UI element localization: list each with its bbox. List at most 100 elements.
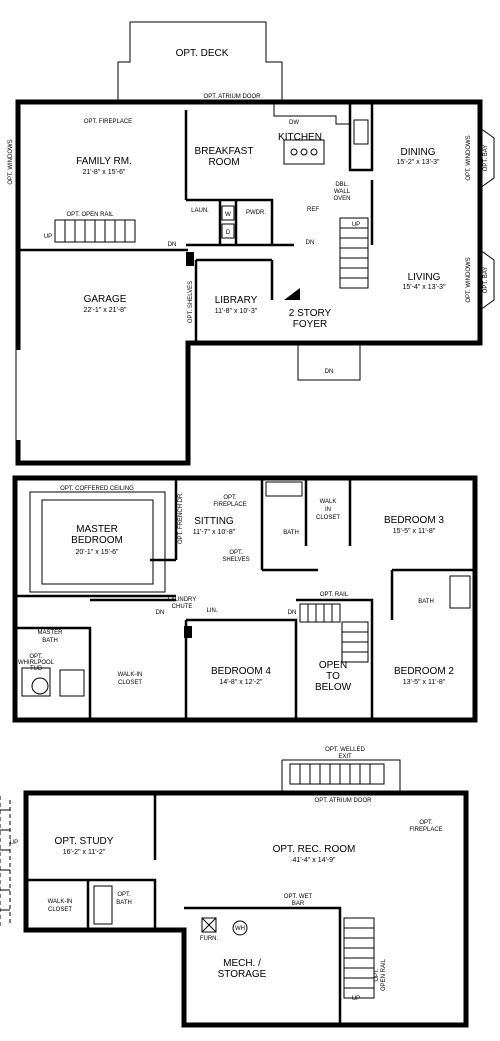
laundry-chute-1: LAUNDRY <box>168 597 197 603</box>
library-name: LIBRARY <box>215 295 258 306</box>
opt-windows-right-2: OPT. WINDOWS <box>466 257 472 302</box>
walk-in-closet-master-2: CLOSET <box>118 680 142 686</box>
ref-label: REF <box>307 207 319 213</box>
opt-wet-bar-1: OPT. WET <box>284 894 313 900</box>
sitting-dims: 11'-7" x 10'-8" <box>193 529 236 536</box>
opt-open-rail-label: OPT. OPEN RAIL <box>66 212 114 218</box>
up-stair-label: UP <box>352 996 360 1002</box>
dining-name: DINING <box>401 147 436 158</box>
opt-wet-bar-2: BAR <box>292 901 305 907</box>
opt-bay-2: OPT. BAY <box>483 267 489 294</box>
opt-bay-1: OPT. BAY <box>483 145 489 172</box>
dw-label: DW <box>289 120 299 126</box>
opt-shelves-label: OPT. SHELVES <box>188 281 194 323</box>
second-floor-plan <box>12 475 478 723</box>
up-label: UP <box>44 234 52 240</box>
open-to-below-3: BELOW <box>315 682 352 693</box>
opt-rail-label: OPT. RAIL <box>320 592 349 598</box>
breakfast-room-line1: BREAKFAST <box>195 146 254 157</box>
library-dims: 11'-8" x 10'-3" <box>215 308 258 315</box>
master-bath-2: BATH <box>42 638 58 644</box>
opt-whirlpool-3: TUB <box>30 666 42 672</box>
pwdr-label: PWDR. <box>246 210 266 216</box>
lin-label: LIN. <box>206 608 217 614</box>
opt-welled-exit-2: EXIT <box>338 754 352 760</box>
dn-label-2: DN <box>306 240 315 246</box>
opt-fireplace-basement-1: OPT. <box>419 820 433 826</box>
bedroom4-dims: 14'-8" x 12'-2" <box>219 679 263 686</box>
opt-open-rail-basement-2: OPEN RAIL <box>381 958 387 991</box>
opt-bath-basement-1: OPT. <box>117 892 131 898</box>
up-left-label: UP <box>10 840 18 846</box>
kitchen-label: KITCHEN <box>278 132 322 143</box>
opt-bath-basement-2: BATH <box>116 900 132 906</box>
washer-label: W <box>225 212 231 218</box>
opt-atrium-door-label: OPT. ATRIUM DOOR <box>204 94 262 100</box>
open-to-below-1: OPEN <box>319 660 347 671</box>
opt-fireplace-basement-2: FIREPLACE <box>409 827 442 833</box>
opt-whirlpool-1: OPT. <box>29 654 43 660</box>
bedroom2-dims: 13'-5" x 11'-8" <box>403 679 446 686</box>
family-room-name: FAMILY RM. <box>76 156 132 167</box>
dn-2f-label: DN <box>156 610 165 616</box>
bath-2-label: BATH <box>418 599 434 605</box>
opt-windows-right-1: OPT. WINDOWS <box>466 135 472 180</box>
dn-porch-label: DN <box>325 369 334 375</box>
up-label-2: UP <box>352 222 360 228</box>
opt-french-dr-label: OPT. FRENCH DR. <box>178 492 184 544</box>
walk-in-closet-master-1: WALK-IN <box>118 672 143 678</box>
living-name: LIVING <box>408 272 441 283</box>
bath-1-label: BATH <box>283 530 299 536</box>
wh-label: WH <box>235 926 245 932</box>
open-to-below-2: TO <box>326 671 340 682</box>
mech-storage-1: MECH. / <box>223 958 261 969</box>
opt-whirlpool-2: WHIRLPOOL <box>18 660 55 666</box>
bedroom4-name: BEDROOM 4 <box>211 666 271 677</box>
dining-dims: 15'-2" x 13'-3" <box>396 159 440 166</box>
opt-windows-left-label: OPT. WINDOWS <box>8 139 14 184</box>
furn-label: FURN. <box>200 936 219 942</box>
foyer-line2: FOYER <box>293 319 327 330</box>
basement-plan <box>0 759 469 1028</box>
bedroom3-dims: 15'-5" x 11'-8" <box>393 528 436 535</box>
opt-welled-exit-1: OPT. WELLED <box>325 747 365 753</box>
breakfast-room-line2: ROOM <box>208 157 239 168</box>
family-room-dims: 21'-8" x 15'-6" <box>82 169 126 176</box>
garage-name: GARAGE <box>84 294 127 305</box>
dryer-label: D <box>226 230 231 236</box>
first-floor-stairs <box>339 217 369 289</box>
opt-deck-label: OPT. DECK <box>176 48 229 59</box>
opt-fireplace-2f-1: OPT. <box>223 495 237 501</box>
master-bedroom-line1: MASTER <box>76 524 118 535</box>
laun-label: LAUN. <box>191 208 209 214</box>
walk-in-closet-2: IN <box>325 507 331 513</box>
mech-storage-2: STORAGE <box>218 969 267 980</box>
opt-study-name: OPT. STUDY <box>55 836 114 847</box>
dn-label-1: DN <box>168 242 177 248</box>
sitting-name: SITTING <box>194 516 234 527</box>
opt-coffered-ceiling-label: OPT. COFFERED CEILING <box>60 486 134 492</box>
opt-fireplace-label: OPT. FIREPLACE <box>84 119 132 125</box>
opt-open-rail-basement-1: OPT. <box>374 968 380 982</box>
garage-dims: 22'-1" x 21'-8" <box>83 307 127 314</box>
master-bath-1: MASTER <box>37 630 63 636</box>
foyer-line1: 2 STORY <box>289 308 332 319</box>
opt-fireplace-2f-2: FIREPLACE <box>213 502 246 508</box>
opt-rec-room-name: OPT. REC. ROOM <box>273 844 356 855</box>
walk-in-closet-3: CLOSET <box>316 515 340 521</box>
laundry-chute-2: CHUTE <box>172 604 193 610</box>
master-bedroom-line2: BEDROOM <box>71 535 123 546</box>
living-dims: 15'-4" x 13'-3" <box>402 284 446 291</box>
walk-in-closet-1: WALK <box>320 499 337 505</box>
dbl-wall-oven-2: WALL <box>334 189 351 195</box>
bedroom3-name: BEDROOM 3 <box>384 515 444 526</box>
first-floor-plan <box>14 21 495 466</box>
master-bedroom-dims: 20'-1" x 15'-6" <box>75 549 119 556</box>
walk-in-closet-basement-1: WALK-IN <box>48 899 73 905</box>
dbl-wall-oven-1: DBL. <box>335 182 349 188</box>
opt-rec-room-dims: 41'-4" x 14'-9" <box>292 857 336 864</box>
dn-2f-label-2: DN <box>288 610 297 616</box>
opt-atrium-door-basement: OPT. ATRIUM DOOR <box>315 798 373 804</box>
opt-shelves-2f-1: OPT. <box>229 550 243 556</box>
